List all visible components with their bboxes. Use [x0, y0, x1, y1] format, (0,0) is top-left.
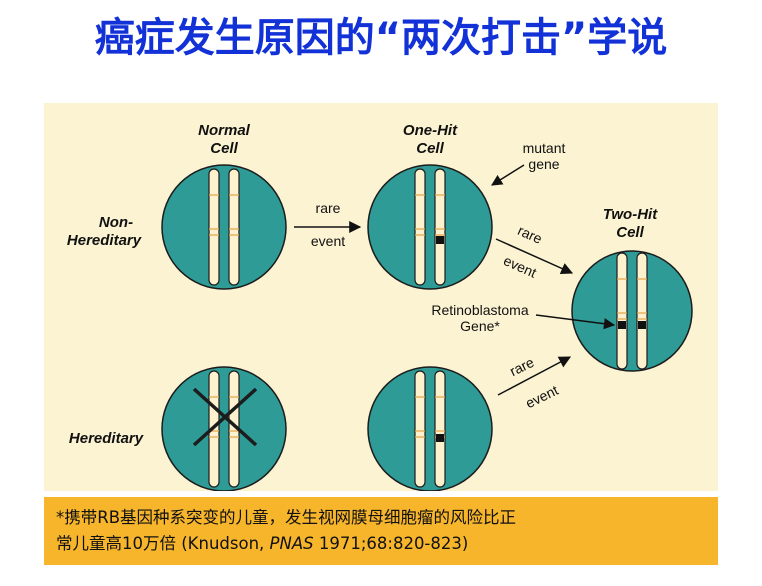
arrow-label-top-2: event [311, 233, 345, 249]
arrow-one-hit-to-two-hit [495, 238, 574, 275]
diagram-panel: Normal Cell One-Hit Cell Two-Hit Cell No… [44, 103, 718, 491]
arrow-label-diag-bottom-1: rare [507, 354, 537, 379]
row-label-non-hereditary-1: Non- [99, 214, 133, 231]
two-hit-cell [571, 250, 693, 372]
footnote-line-2: 常儿童高10万倍 (Knudson, PNAS 1971;68:820-823) [56, 531, 706, 557]
hereditary-one-hit-cell [367, 366, 493, 491]
arrow-label-diag-bottom-2: event [523, 382, 561, 411]
arrow-label-top-1: rare [316, 200, 341, 216]
retinoblastoma-label-1: Retinoblastoma [431, 302, 528, 318]
mutant-gene-label-2: gene [528, 156, 559, 172]
hereditary-cell [161, 366, 287, 491]
col-label-two-hit-2: Cell [616, 224, 644, 241]
footnote-box: *携带RB基因种系突变的儿童，发生视网膜母细胞瘤的风险比正 常儿童高10万倍 (… [44, 497, 718, 565]
citation-text: 1971;68:820-823) [313, 534, 469, 553]
col-label-one-hit-1: One-Hit [403, 122, 458, 139]
footnote-text: 常儿童高10万倍 (Knudson, [56, 534, 270, 553]
col-label-normal-1: Normal [198, 122, 251, 139]
col-label-normal-2: Cell [210, 140, 238, 157]
arrow-label-diag-top-1: rare [515, 222, 544, 247]
mutant-gene-label-1: mutant [523, 140, 566, 156]
row-label-hereditary: Hereditary [69, 430, 144, 447]
mutant-gene-pointer [491, 164, 525, 186]
col-label-one-hit-2: Cell [416, 140, 444, 157]
row-label-non-hereditary-2: Hereditary [67, 232, 142, 249]
arrow-hereditary-to-two-hit [497, 356, 572, 396]
one-hit-cell [367, 164, 493, 290]
slide-title: 癌症发生原因的“两次打击”学说 [94, 15, 668, 61]
retinoblastoma-label-2: Gene* [460, 318, 500, 334]
footnote-line-1: *携带RB基因种系突变的儿童，发生视网膜母细胞瘤的风险比正 [56, 508, 517, 527]
col-label-two-hit-1: Two-Hit [603, 206, 658, 223]
two-hit-diagram: Normal Cell One-Hit Cell Two-Hit Cell No… [67, 122, 693, 491]
mutation-mark [436, 236, 444, 244]
normal-cell [161, 164, 287, 290]
journal-name: PNAS [269, 534, 314, 553]
retinoblastoma-pointer [535, 314, 616, 330]
